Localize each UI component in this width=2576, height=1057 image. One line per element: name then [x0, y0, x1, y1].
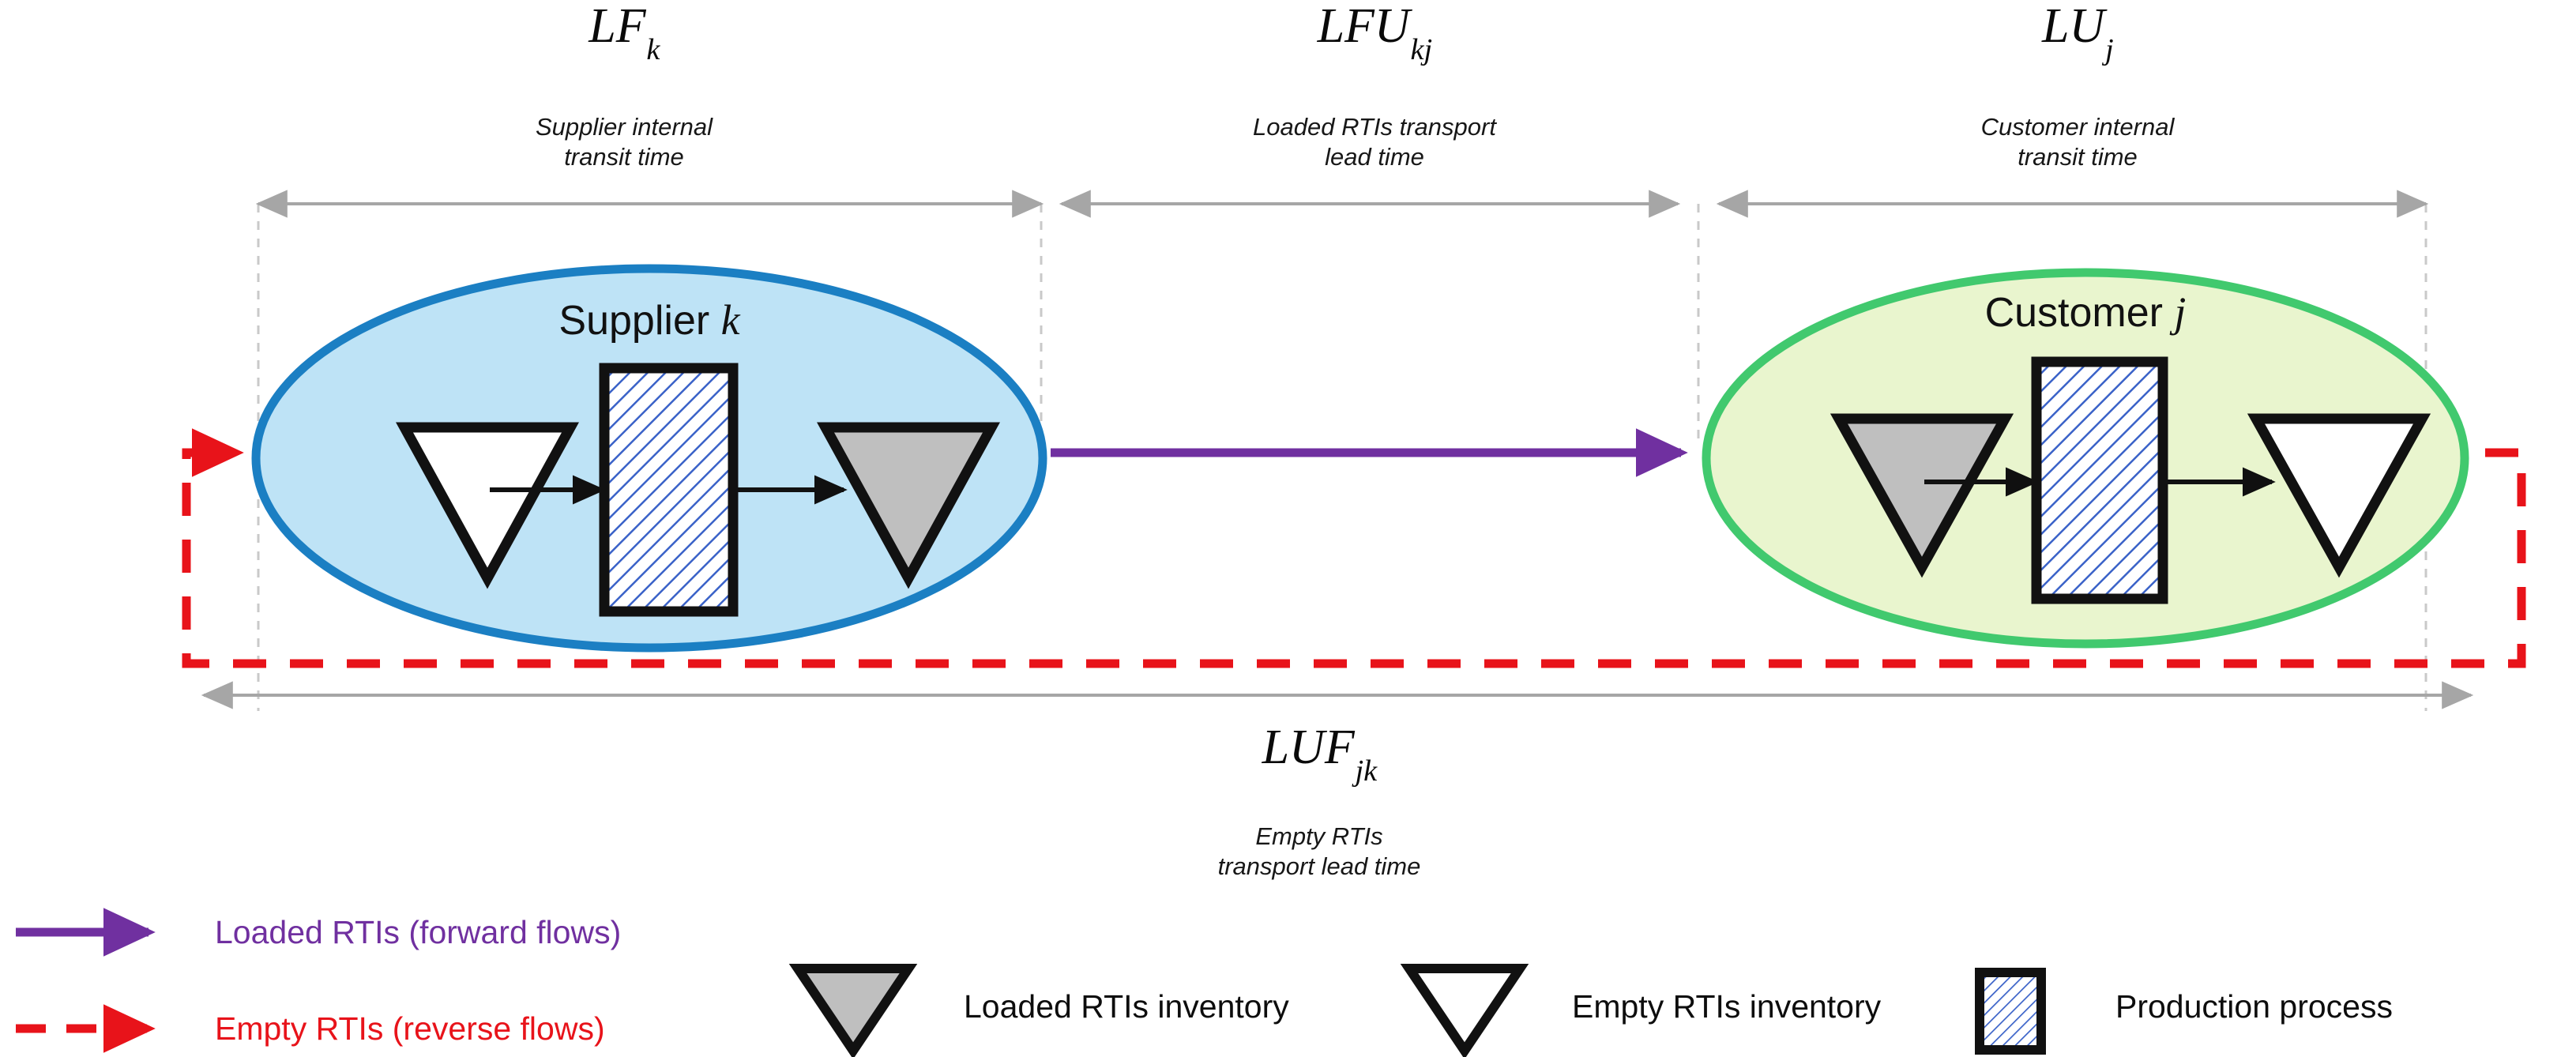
label-lfu-kj-symbol: LFU [1317, 0, 1410, 53]
label-lu-j-symbol: LU [2042, 0, 2105, 53]
supplier-production-process-box [599, 363, 739, 617]
customer-node-label: Customer j [1880, 291, 2291, 333]
legend-empty-inventory-triangle-icon [1400, 964, 1529, 1057]
label-lf-k: LFk [442, 0, 806, 65]
supplier-node-name: Supplier [558, 298, 710, 344]
empty-rti-reverse-flow-path [182, 428, 2526, 668]
customer-node-name: Customer [1984, 290, 2163, 336]
legend-item-production-process: Production process [2115, 988, 2393, 1025]
label-lu-j: LUj [1896, 0, 2259, 65]
legend-item-loaded-inventory: Loaded RTIs inventory [964, 988, 1289, 1025]
caption-loaded-transport: Loaded RTIs transport lead time [1253, 113, 1496, 171]
label-lu-j-subscript: j [2105, 32, 2114, 66]
label-lf-k-symbol: LF [589, 0, 646, 53]
label-luf-jk: LUFjk [1122, 720, 1517, 786]
supplier-loaded-inventory-triangle [817, 422, 1000, 589]
supplier-node-index: k [720, 296, 740, 344]
customer-production-process-box [2031, 356, 2168, 604]
label-luf-jk-subscript: jk [1355, 754, 1378, 788]
caption-empty-transport: Empty RTIs transport lead time [1217, 822, 1421, 880]
legend-loaded-inventory-triangle-icon [788, 964, 918, 1057]
label-luf-jk-symbol: LUF [1262, 720, 1355, 774]
customer-loaded-inventory-triangle [1830, 413, 2014, 578]
customer-node-index: j [2174, 288, 2187, 336]
caption-supplier-transit: Supplier internal transit time [535, 113, 713, 171]
legend-item-loaded-flow: Loaded RTIs (forward flows) [215, 914, 622, 950]
dimension-guide-lines [257, 204, 2427, 711]
label-lf-k-subscript: k [646, 32, 660, 66]
supplier-empty-inventory-triangle [396, 422, 579, 589]
legend-item-empty-flow: Empty RTIs (reverse flows) [215, 1010, 605, 1047]
legend-item-empty-inventory: Empty RTIs inventory [1572, 988, 1882, 1025]
node-supplier[interactable] [251, 264, 1047, 653]
legend-production-process-box-icon [1975, 968, 2046, 1055]
node-customer[interactable] [1702, 268, 2469, 649]
customer-empty-inventory-triangle [2247, 413, 2431, 578]
supplier-node-label: Supplier k [444, 299, 855, 341]
label-lfu-kj: LFUkj [1185, 0, 1564, 65]
caption-customer-transit: Customer internal transit time [1980, 113, 2175, 171]
label-lfu-kj-subscript: kj [1410, 32, 1433, 66]
legend-glyphs [16, 908, 2046, 1057]
